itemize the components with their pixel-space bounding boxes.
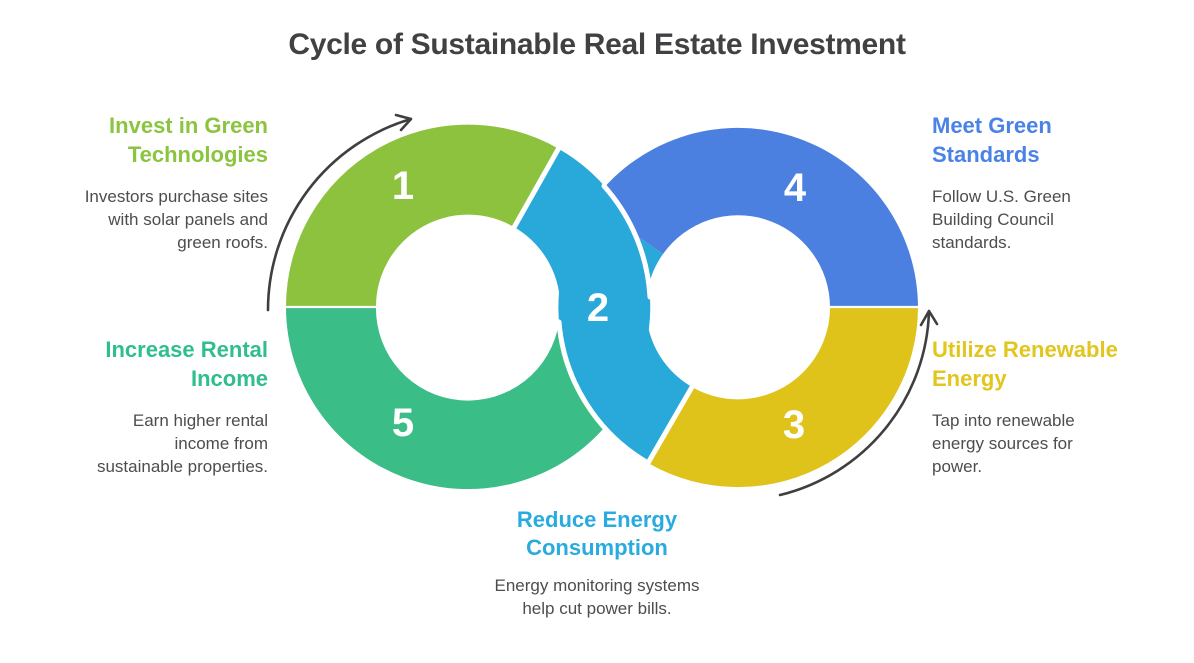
- step-number-4: 4: [784, 166, 807, 210]
- step-3-block: Utilize Renewable Energy Tap into renewa…: [932, 335, 1172, 478]
- step-1-block: Invest in Green Technologies Investors p…: [30, 111, 268, 254]
- segment-divider-2-4: [601, 183, 653, 300]
- step-4-block: Meet Green Standards Follow U.S. Green B…: [932, 111, 1172, 254]
- segment-5: [286, 307, 604, 490]
- page-title: Cycle of Sustainable Real Estate Investm…: [288, 28, 906, 61]
- step-3-description: Tap into renewable energy sources for po…: [932, 411, 1075, 476]
- step-number-5: 5: [392, 401, 414, 445]
- segment-1: [285, 124, 559, 307]
- step-3-heading: Utilize Renewable Energy: [932, 337, 1118, 391]
- step-number-1: 1: [392, 164, 414, 208]
- step-5-block: Increase Rental Income Earn higher renta…: [30, 335, 268, 478]
- step-1-description: Investors purchase sites with solar pane…: [84, 187, 268, 252]
- segment-2-left-arc: [514, 149, 651, 428]
- segment-divider-1-2: [509, 143, 563, 234]
- step-2-heading: Reduce Energy Consumption: [516, 507, 678, 560]
- step-2-description: Energy monitoring systems help cut power…: [494, 576, 700, 618]
- cycle-arrow-top-left-icon: [266, 113, 413, 312]
- step-4-heading: Meet Green Standards: [932, 113, 1052, 167]
- segment-divider-5-2-3: [556, 319, 695, 467]
- step-4-description: Follow U.S. Green Building Council stand…: [932, 187, 1071, 252]
- step-number-2: 2: [587, 286, 609, 330]
- segment-4: [591, 127, 918, 307]
- step-5-heading: Increase Rental Income: [105, 337, 268, 391]
- step-1-heading: Invest in Green Technologies: [109, 113, 268, 167]
- cycle-arrow-bottom-right-icon: [778, 309, 939, 497]
- step-number-3: 3: [783, 403, 805, 447]
- step-5-description: Earn higher rental income from sustainab…: [96, 411, 268, 476]
- step-2-block: Reduce Energy Consumption Energy monitor…: [437, 506, 757, 620]
- segment-3: [648, 307, 919, 488]
